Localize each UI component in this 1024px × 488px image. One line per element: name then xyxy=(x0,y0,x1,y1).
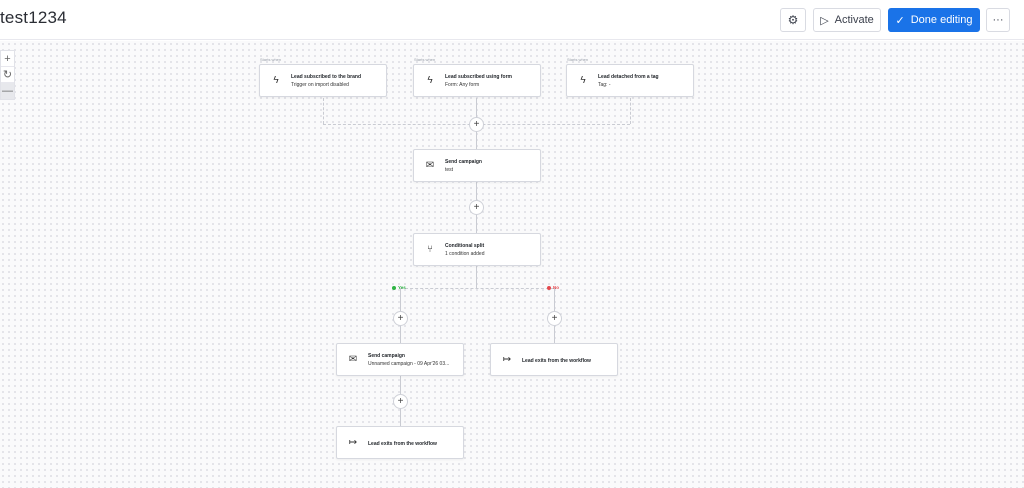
mail-icon: ✉ xyxy=(348,354,358,365)
trigger-card-subscribed-brand[interactable]: ϟ Lead subscribed to the brand Trigger o… xyxy=(259,64,387,97)
exit-icon: ↦ xyxy=(502,354,512,365)
exit-icon: ↦ xyxy=(348,437,358,448)
add-step-button[interactable]: + xyxy=(547,311,562,326)
conditional-split-card[interactable]: ⑂ Conditional split 1 condition added xyxy=(413,233,541,266)
yes-dot xyxy=(392,285,396,290)
lightning-icon: ϟ xyxy=(580,75,586,86)
zoom-out-button[interactable]: — xyxy=(1,83,14,99)
activate-button[interactable]: ▷ Activate xyxy=(813,8,881,32)
add-step-button[interactable]: + xyxy=(393,394,408,409)
connector xyxy=(400,288,554,289)
workflow-title[interactable]: test1234 xyxy=(0,8,67,27)
more-icon: ··· xyxy=(992,14,1004,26)
split-icon: ⑂ xyxy=(427,244,433,255)
add-step-button[interactable]: + xyxy=(469,117,484,132)
add-step-button[interactable]: + xyxy=(393,311,408,326)
starts-when-label: Starts when xyxy=(414,57,436,62)
step-title: Conditional split xyxy=(445,243,485,249)
step-subtitle: Unnamed campaign - 09 Apr'26 03... xyxy=(368,361,450,367)
step-title: Send campaign xyxy=(445,159,482,165)
no-dot xyxy=(547,285,551,290)
send-campaign-card[interactable]: ✉ Send campaign Unnamed campaign - 09 Ap… xyxy=(336,343,464,376)
step-subtitle: 1 condition added xyxy=(445,251,485,257)
more-options-button[interactable]: ··· xyxy=(986,8,1010,32)
zoom-controls: + ↻ — xyxy=(0,50,15,100)
starts-when-label: Starts when xyxy=(260,57,282,62)
trigger-title: Lead subscribed to the brand xyxy=(291,74,362,80)
send-campaign-card[interactable]: ✉ Send campaign test xyxy=(413,149,541,182)
settings-button[interactable]: ⚙ xyxy=(780,8,806,32)
play-icon: ▷ xyxy=(820,14,829,27)
step-title: Lead exits from the workflow xyxy=(522,358,591,364)
header-bar: test1234 ⚙ ▷ Activate ✓ Done editing ··· xyxy=(0,0,1024,40)
connector xyxy=(476,266,477,288)
done-editing-label: Done editing xyxy=(910,14,973,26)
step-subtitle: test xyxy=(445,167,454,173)
step-title: Send campaign xyxy=(368,353,405,359)
step-title: Lead exits from the workflow xyxy=(368,441,437,447)
activate-label: Activate xyxy=(834,14,874,26)
done-editing-button[interactable]: ✓ Done editing xyxy=(888,8,980,32)
trigger-title: Lead detached from a tag xyxy=(598,74,659,80)
trigger-subtitle: Form: Any form xyxy=(445,82,480,88)
connector xyxy=(323,98,324,124)
trigger-card-detached-tag[interactable]: ϟ Lead detached from a tag Tag: - xyxy=(566,64,694,97)
starts-when-label: Starts when xyxy=(567,57,589,62)
exit-workflow-card[interactable]: ↦ Lead exits from the workflow xyxy=(336,426,464,459)
reset-zoom-button[interactable]: ↻ xyxy=(1,69,14,83)
trigger-subtitle: Trigger on import disabled xyxy=(291,82,349,88)
no-branch-label: No xyxy=(547,285,559,290)
trigger-card-subscribed-form[interactable]: ϟ Lead subscribed using form Form: Any f… xyxy=(413,64,541,97)
exit-workflow-card[interactable]: ↦ Lead exits from the workflow xyxy=(490,343,618,376)
yes-branch-label: Yes xyxy=(392,285,406,290)
add-step-button[interactable]: + xyxy=(469,200,484,215)
trigger-subtitle: Tag: - xyxy=(598,82,611,88)
zoom-in-button[interactable]: + xyxy=(1,51,14,67)
connector xyxy=(630,98,631,124)
gear-icon: ⚙ xyxy=(787,13,799,27)
no-label: No xyxy=(553,285,559,290)
check-icon: ✓ xyxy=(895,14,905,27)
trigger-title: Lead subscribed using form xyxy=(445,74,512,80)
mail-icon: ✉ xyxy=(425,160,435,171)
yes-label: Yes xyxy=(398,285,406,290)
lightning-icon: ϟ xyxy=(427,75,433,86)
lightning-icon: ϟ xyxy=(273,75,279,86)
